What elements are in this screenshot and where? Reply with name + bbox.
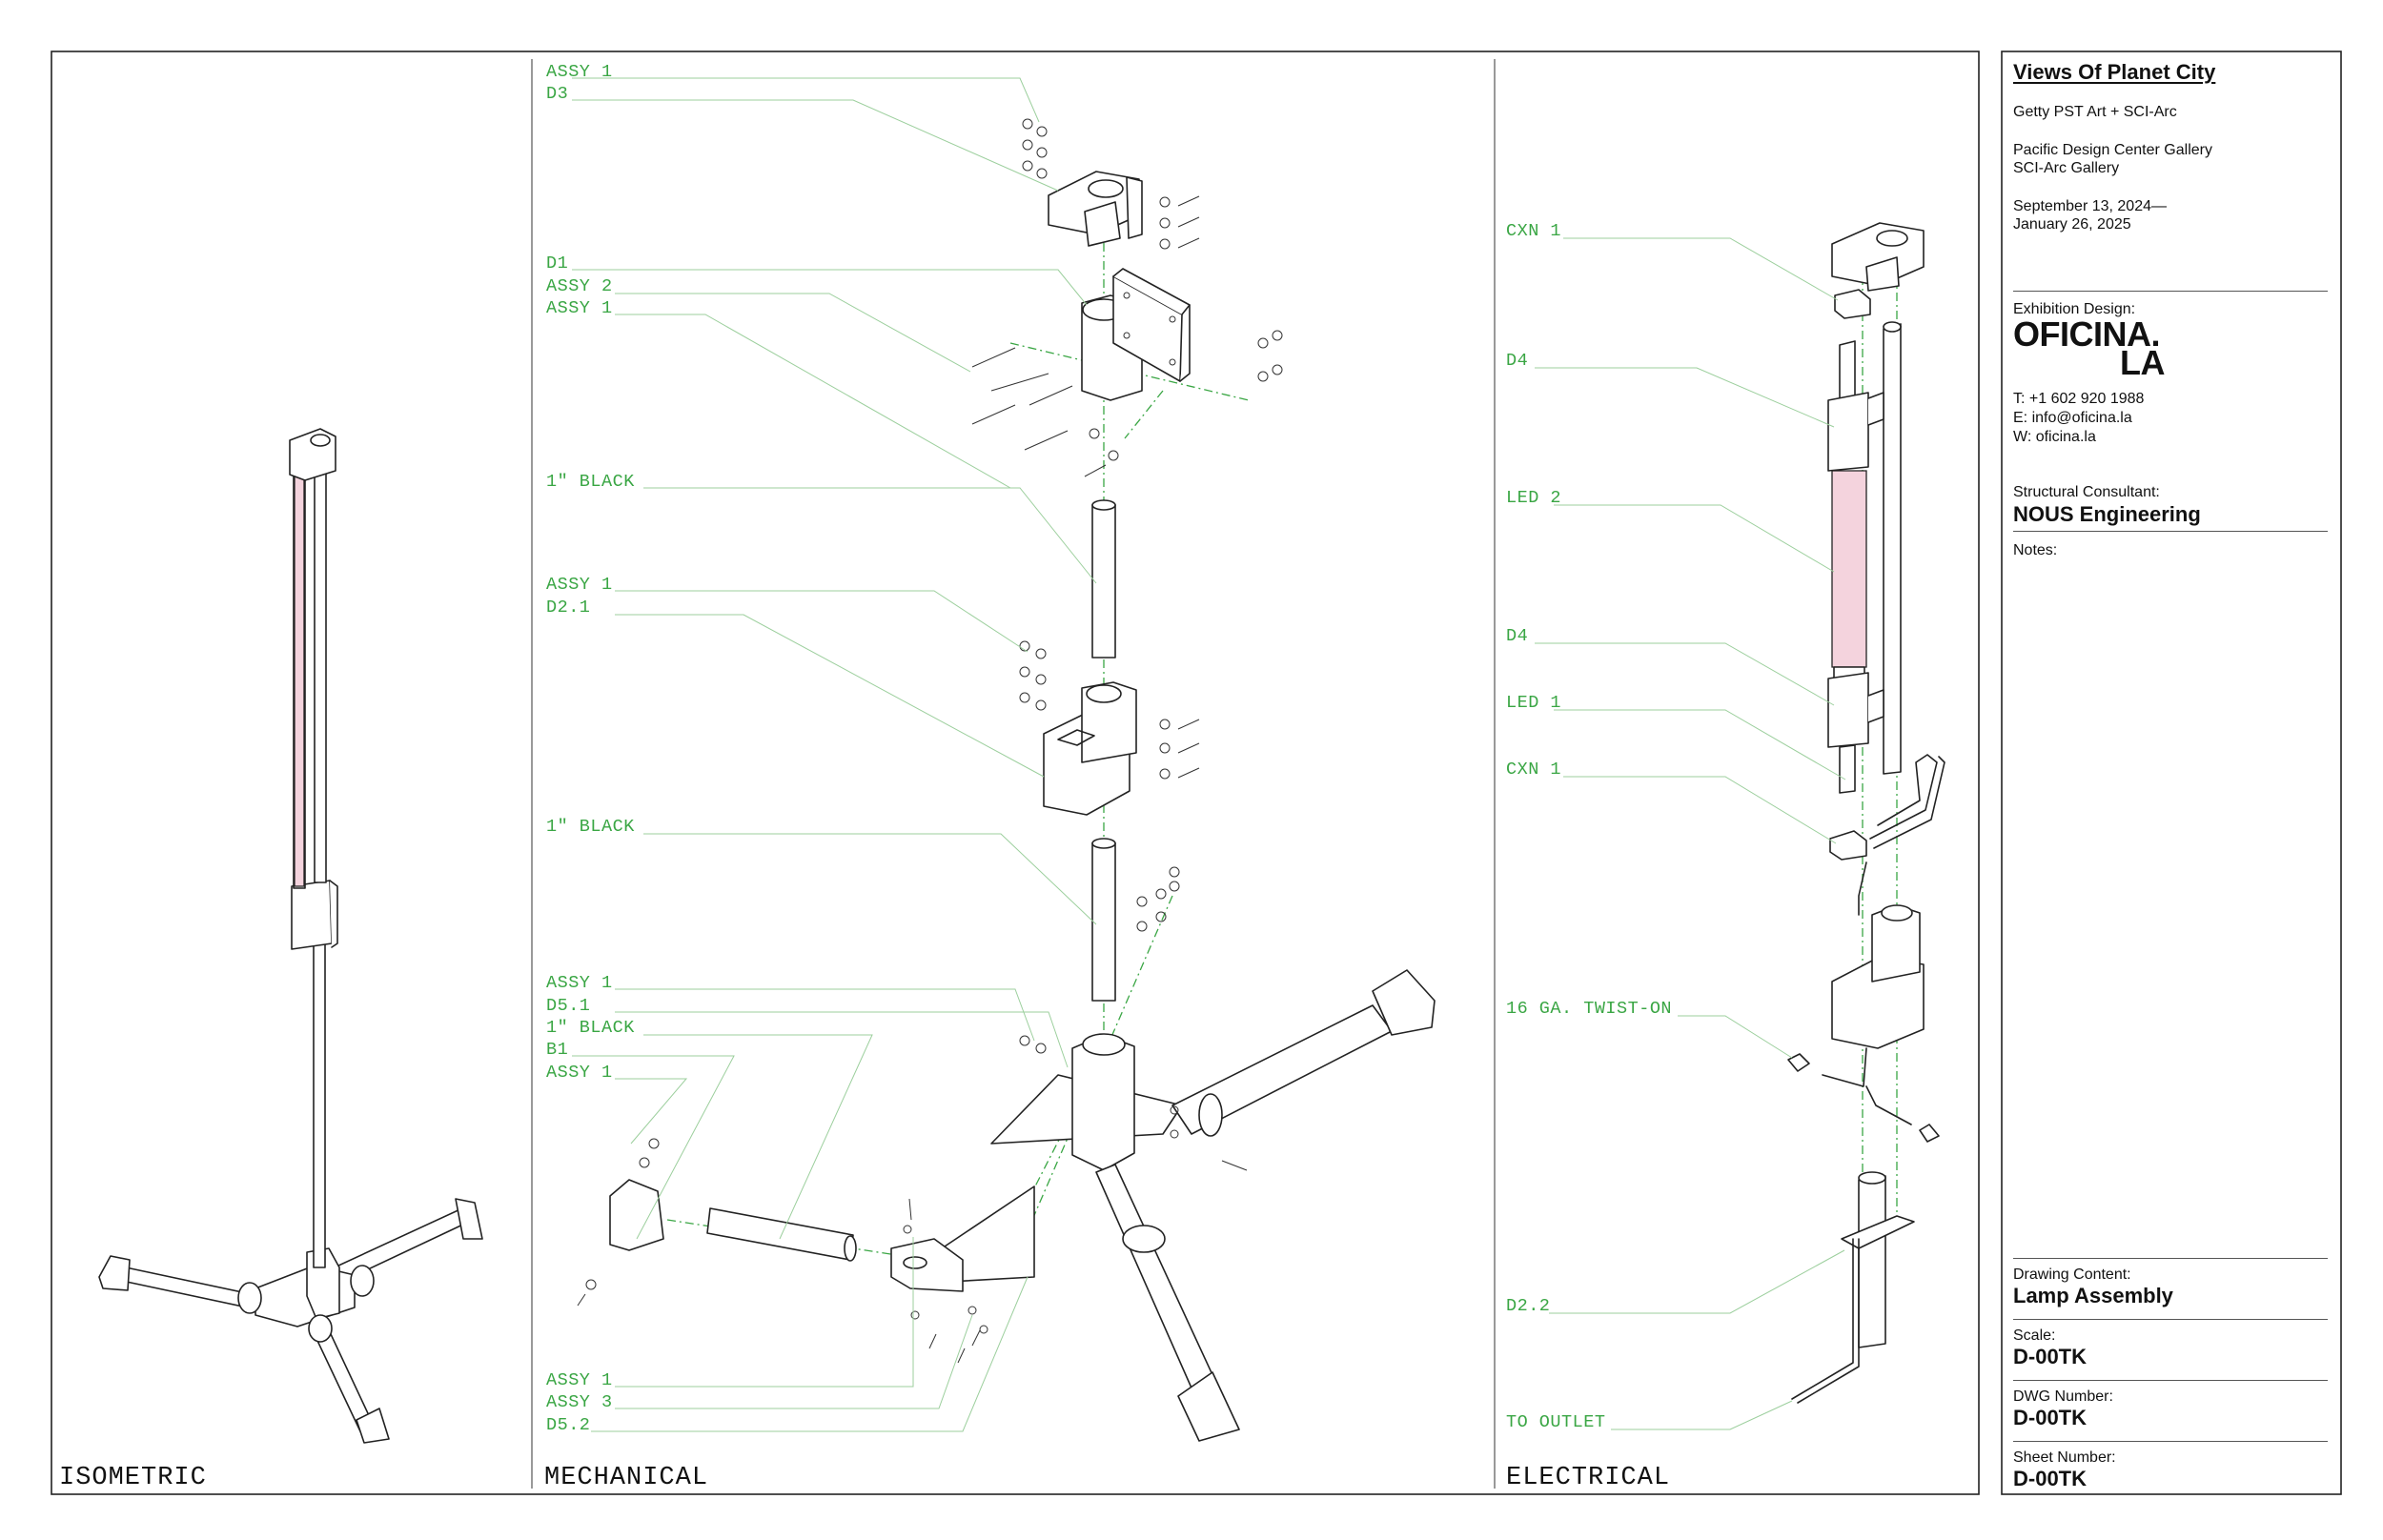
divider-rule [2013,1380,2328,1381]
label-mech-1in-black-leg: 1" BLACK [546,1018,635,1038]
logo-line-2: LA [2120,343,2166,382]
label-mech-assy-1-mid: ASSY 1 [546,575,613,595]
sheet-number-value: D-00TK [2013,1467,2088,1490]
title-block-frame [2001,51,2342,1495]
drawing-content-value: Lamp Assembly [2013,1284,2173,1307]
venue-2: SCI-Arc Gallery [2013,160,2120,176]
divider-rule [2013,1319,2328,1320]
divider-rule [2013,531,2328,532]
label-mech-d2-1: D2.1 [546,598,590,618]
project-title: Views Of Planet City [2013,60,2216,84]
sheet-number-label: Sheet Number: [2013,1449,2116,1466]
label-elec-twist-on: 16 GA. TWIST-ON [1506,999,1672,1019]
website: W: oficina.la [2013,429,2096,445]
scale-value: D-00TK [2013,1345,2088,1368]
email: E: info@oficina.la [2013,410,2132,426]
dwg-number-label: DWG Number: [2013,1388,2113,1405]
drawing-frame [51,51,1980,1495]
label-mech-d5-2: D5.2 [546,1415,590,1435]
mechanical-exploded-drawing [577,118,1436,1442]
label-mech-assy-1-bracket: ASSY 1 [546,298,613,318]
dwg-number-value: D-00TK [2013,1406,2088,1429]
label-mech-assy-3: ASSY 3 [546,1392,613,1412]
label-elec-to-outlet: TO OUTLET [1506,1412,1605,1432]
logo-line-1: OFICINA. [2013,314,2161,354]
label-elec-led-2: LED 2 [1506,488,1561,508]
section-title-mechanical: MECHANICAL [544,1464,708,1492]
label-mech-1in-black-upper: 1" BLACK [546,472,635,492]
isometric-lamp-drawing [98,428,483,1444]
label-mech-assy-1-bottom: ASSY 1 [546,1370,613,1390]
divider-rule [2013,291,2328,292]
mechanical-leaders [572,77,1097,1432]
label-elec-cxn-1-top: CXN 1 [1506,221,1561,241]
title-block: Views Of Planet City Getty PST Art + SCI… [2002,51,2341,1494]
label-mech-d1: D1 [546,253,568,274]
label-mech-1in-black-lower: 1" BLACK [546,817,635,837]
label-mech-assy-1-top: ASSY 1 [546,62,613,82]
structural-consultant-label: Structural Consultant: [2013,484,2160,500]
label-elec-d2-2: D2.2 [1506,1296,1550,1316]
phone: T: +1 602 920 1988 [2013,391,2145,407]
label-mech-assy-1-leg: ASSY 1 [546,1063,613,1083]
label-mech-b1: B1 [546,1040,568,1060]
electrical-exploded-drawing [1787,222,1945,1404]
section-title-isometric: ISOMETRIC [59,1464,207,1492]
drawing-content-label: Drawing Content: [2013,1266,2131,1283]
presenter: Getty PST Art + SCI-Arc [2013,104,2177,120]
divider-rule [2013,1441,2328,1442]
electrical-labels: CXN 1 D4 LED 2 D4 LED 1 CXN 1 16 GA. TWI… [1506,221,1672,1432]
electrical-leaders [1535,237,1846,1430]
label-mech-d3: D3 [546,84,568,104]
label-mech-assy-1-hub: ASSY 1 [546,973,613,993]
label-elec-d4-upper: D4 [1506,351,1528,371]
dates-start: September 13, 2024— [2013,198,2167,214]
label-elec-d4-lower: D4 [1506,626,1528,646]
label-mech-d5-1: D5.1 [546,996,590,1016]
divider-rule [2013,1258,2328,1259]
mechanical-labels: ASSY 1 D3 D1 ASSY 2 ASSY 1 1" BLACK ASSY… [546,62,635,1435]
exhibition-design-label: Exhibition Design: [2013,301,2136,317]
dates-end: January 26, 2025 [2013,216,2131,233]
label-elec-cxn-1-lower: CXN 1 [1506,760,1561,780]
section-title-electrical: ELECTRICAL [1506,1464,1670,1492]
label-elec-led-1: LED 1 [1506,693,1561,713]
scale-label: Scale: [2013,1327,2056,1344]
notes-label: Notes: [2013,542,2058,558]
structural-consultant-value: NOUS Engineering [2013,502,2201,526]
venue-1: Pacific Design Center Gallery [2013,142,2212,158]
label-mech-assy-2: ASSY 2 [546,276,613,296]
oficina-logo: OFICINA. LA [2013,314,2166,382]
